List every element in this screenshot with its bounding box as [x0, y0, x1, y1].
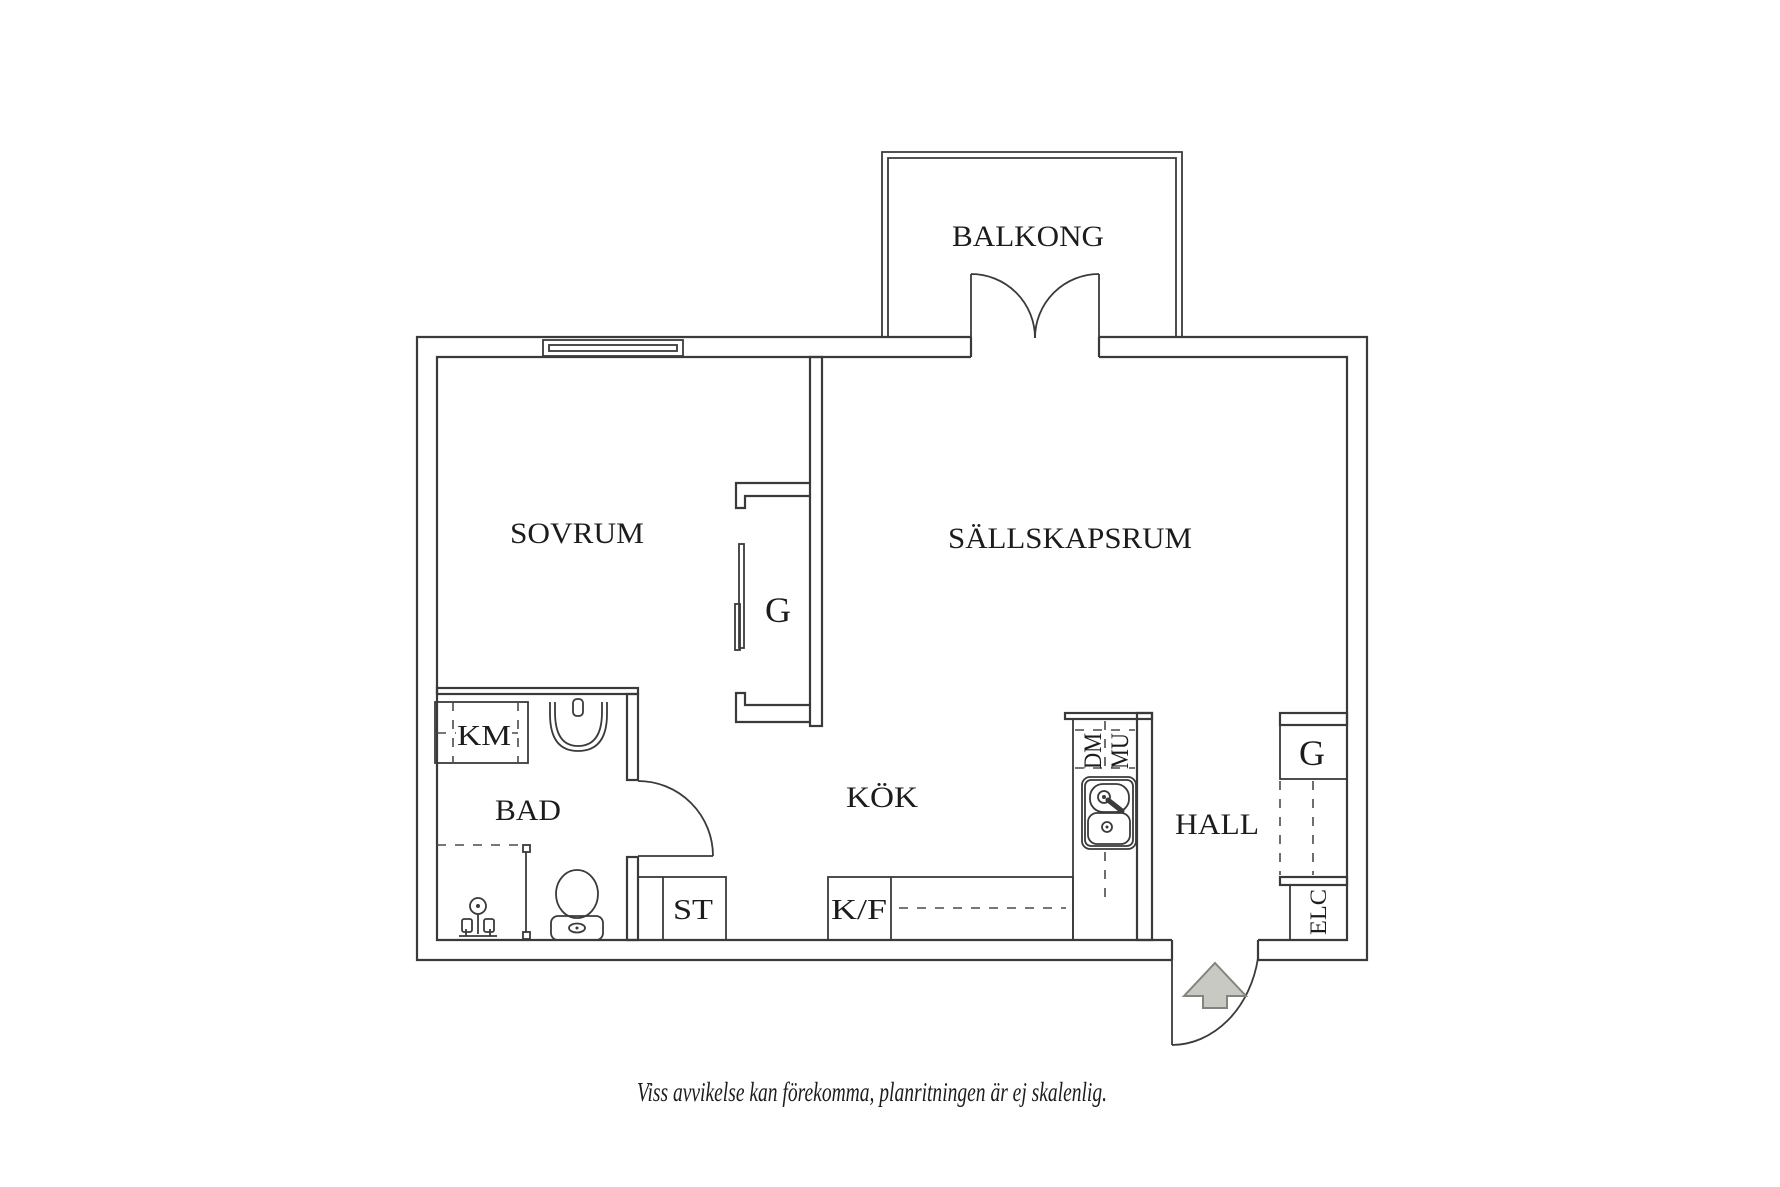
- balcony-door: [970, 273, 1100, 339]
- entrance-arrow: [1181, 961, 1249, 1009]
- labels: BALKONG SOVRUM SÄLLSKAPSRUM KÖK BAD HALL…: [457, 220, 1331, 1107]
- interior-walls: [435, 355, 1349, 942]
- toilet: [550, 869, 604, 941]
- kitchen-peninsula-wall: [1063, 711, 1154, 721]
- balcony: [881, 151, 1183, 339]
- closet-bottom-wall: [734, 691, 810, 724]
- fixture-label-washing-machine: KM: [457, 720, 511, 752]
- outer-wall-left: [415, 335, 1172, 962]
- entrance: [1171, 940, 1259, 1046]
- room-label-living: SÄLLSKAPSRUM: [948, 522, 1192, 555]
- room-label-hall: HALL: [1175, 808, 1259, 841]
- bedroom-window: [542, 339, 684, 357]
- fridge-freezer-counter: [827, 876, 1074, 941]
- room-label-bedroom: SOVRUM: [510, 517, 644, 550]
- outer-wall-right: [1099, 335, 1369, 962]
- room-label-balcony: BALKONG: [952, 220, 1104, 253]
- sink-faucet-lever: [1105, 797, 1125, 814]
- bathroom: [434, 698, 608, 941]
- bedroom-south-wall: [435, 686, 640, 696]
- kitchen: [637, 719, 1137, 941]
- basin-tap: [572, 698, 584, 717]
- bathroom-door: [637, 780, 714, 857]
- disclaimer-caption: Viss avvikelse kan förekomma, planritnin…: [637, 1077, 1107, 1107]
- fixture-label-dishwasher: DM: [1080, 733, 1107, 769]
- hall: [1279, 724, 1348, 941]
- label-backplate: [456, 716, 512, 750]
- fixture-label-microwave: MU: [1107, 733, 1134, 769]
- balcony-inner-rail: [887, 157, 1177, 337]
- fixture-label-wardrobe-hall: G: [1299, 733, 1325, 773]
- dm-mu-dashes: [1075, 721, 1135, 769]
- bathroom-east-wall-upper: [625, 692, 640, 782]
- closet-top-wall: [734, 481, 810, 510]
- cleaning-closet: [637, 876, 727, 941]
- entrance-door: [1171, 940, 1259, 1046]
- fixture-label-fridge-freezer: K/F: [831, 894, 887, 926]
- closet-sliding-doors: [734, 543, 745, 651]
- elc-box: [1289, 884, 1348, 941]
- balcony-door-jambs: [969, 337, 1101, 357]
- fixture-label-wardrobe-bedroom: G: [765, 590, 791, 630]
- fixture-label-cleaning-closet: ST: [673, 894, 713, 926]
- inner-wall-left: [435, 355, 1172, 942]
- room-label-kitchen: KÖK: [846, 781, 918, 814]
- hall-wardrobe-dashes: [1279, 781, 1314, 875]
- kitchen-sink: [1081, 776, 1137, 850]
- washing-machine-dashes: [437, 702, 528, 763]
- fixture-label-electrical: ELC: [1306, 889, 1331, 935]
- shower-mixer: [459, 897, 497, 937]
- room-label-bath: BAD: [495, 794, 561, 827]
- washbasin: [549, 698, 608, 752]
- balcony-outer-rail: [881, 151, 1183, 337]
- hall-wardrobe-box: [1279, 724, 1348, 780]
- shower-screen: [522, 844, 531, 940]
- closet-east-wall: [808, 355, 824, 728]
